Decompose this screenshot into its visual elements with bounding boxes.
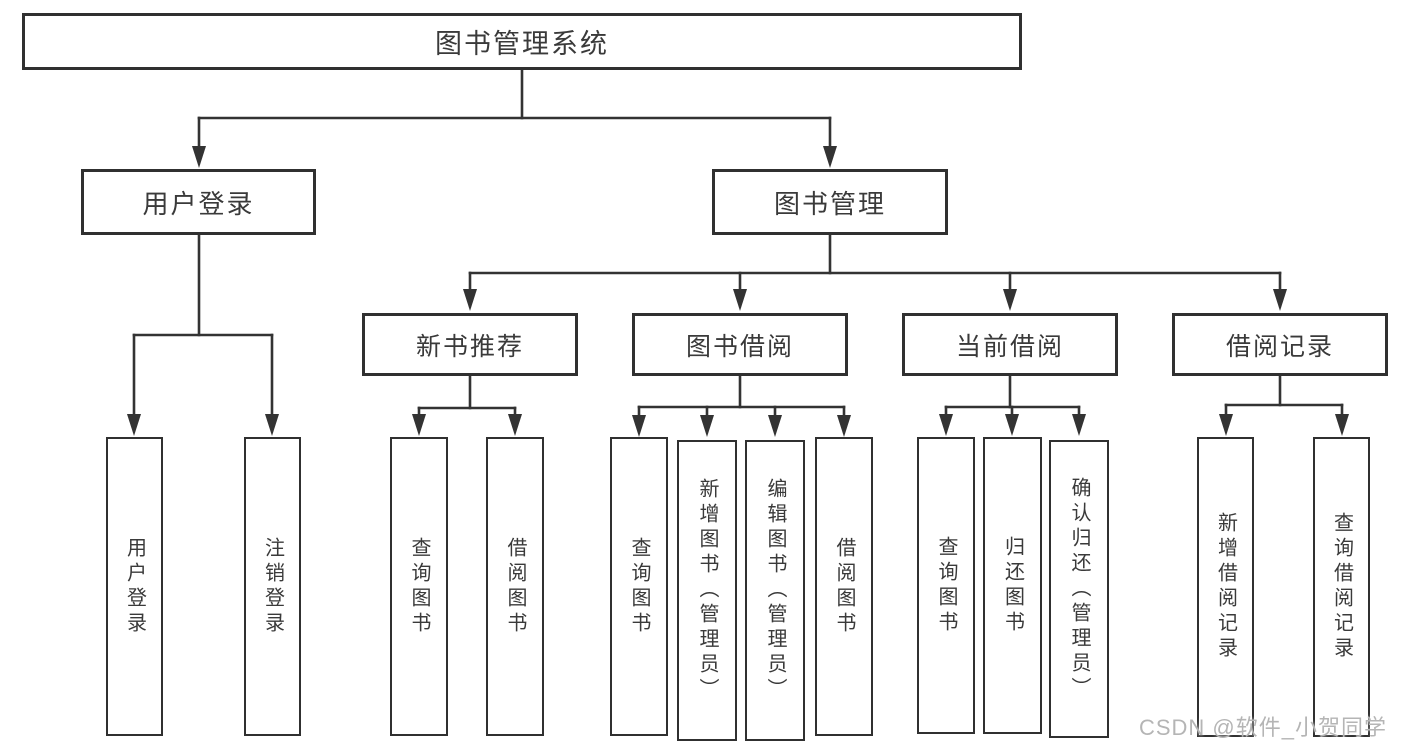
node-label: 归还图书 bbox=[1001, 535, 1024, 636]
node-label: 新增图书（管理员） bbox=[696, 478, 718, 703]
node-leaf-logout: 注销登录 bbox=[244, 437, 301, 736]
node-book-borrowing: 图书借阅 bbox=[632, 313, 848, 376]
node-label: 查询图书 bbox=[935, 535, 957, 636]
node-leaf-return-book: 归还图书 bbox=[983, 437, 1042, 734]
node-label: 查询借阅记录 bbox=[1330, 512, 1353, 662]
node-leaf-confirm-return-admin: 确认归还（管理员） bbox=[1049, 440, 1109, 738]
node-leaf-query-books-borrowing: 查询图书 bbox=[610, 437, 668, 736]
node-book-management: 图书管理 bbox=[712, 169, 948, 235]
node-label: 借阅图书 bbox=[833, 536, 855, 637]
node-leaf-query-borrow-record: 查询借阅记录 bbox=[1313, 437, 1370, 737]
node-current-borrowing: 当前借阅 bbox=[902, 313, 1118, 376]
node-new-book-recommend: 新书推荐 bbox=[362, 313, 578, 376]
node-leaf-query-books-current: 查询图书 bbox=[917, 437, 975, 734]
node-borrowing-records: 借阅记录 bbox=[1172, 313, 1388, 376]
node-leaf-add-book-admin: 新增图书（管理员） bbox=[677, 440, 737, 741]
node-label: 新增借阅记录 bbox=[1214, 512, 1237, 662]
csdn-watermark: CSDN @软件_小贺同学 bbox=[1138, 715, 1387, 740]
node-label: 借阅图书 bbox=[504, 536, 526, 637]
node-leaf-query-books-recommend: 查询图书 bbox=[390, 437, 448, 736]
node-label: 查询图书 bbox=[408, 536, 430, 637]
node-label: 用户登录 bbox=[123, 536, 146, 637]
node-leaf-borrow-books-borrowing: 借阅图书 bbox=[815, 437, 873, 736]
node-label: 查询图书 bbox=[628, 536, 650, 637]
node-leaf-borrow-books-recommend: 借阅图书 bbox=[486, 437, 544, 736]
node-leaf-user-login: 用户登录 bbox=[106, 437, 163, 736]
node-user-login: 用户登录 bbox=[81, 169, 316, 235]
node-label: 注销登录 bbox=[261, 536, 284, 637]
node-library-system: 图书管理系统 bbox=[22, 13, 1022, 70]
node-label: 确认归还（管理员） bbox=[1068, 476, 1090, 702]
node-label: 编辑图书（管理员） bbox=[764, 478, 786, 703]
node-leaf-edit-book-admin: 编辑图书（管理员） bbox=[745, 440, 805, 741]
node-leaf-add-borrow-record: 新增借阅记录 bbox=[1197, 437, 1254, 737]
